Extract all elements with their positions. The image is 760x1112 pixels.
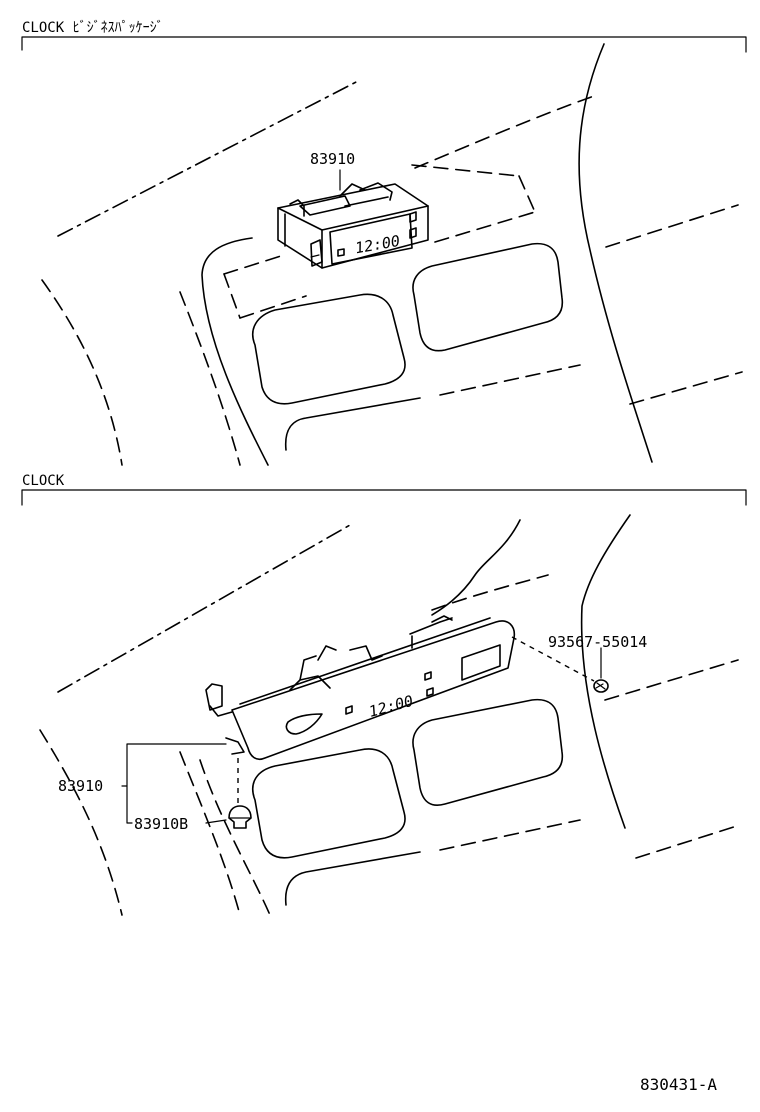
clock-bezel	[231, 620, 516, 761]
console-outline-bottom	[39, 514, 741, 916]
clock-unit-business-package: 12:00	[277, 182, 429, 269]
display-indicator	[337, 248, 345, 257]
clock-button	[426, 687, 434, 697]
bezel-window	[461, 644, 501, 681]
console-recess-left	[251, 293, 406, 405]
console-recess-left	[251, 748, 406, 859]
clock-connector	[310, 239, 323, 267]
section-title-business-package: CLOCK ﾋﾞｼﾞﾈｽﾊﾟｯｹｰｼﾞ	[22, 20, 164, 36]
section-bracket	[21, 489, 747, 506]
diagram-id: 830431-A	[640, 1075, 717, 1094]
console-recess-right	[412, 698, 564, 806]
clock-face	[329, 213, 413, 265]
screw-93567-55014: 93567-55014	[511, 633, 647, 693]
section-header-clock: CLOCK	[21, 473, 747, 506]
part-number-93567-55014: 93567-55014	[548, 633, 647, 651]
section-title-clock: CLOCK	[22, 473, 65, 489]
mounting-tab	[225, 737, 245, 755]
callout-bracket-bottom: 83910 83910B	[58, 743, 227, 833]
clock-display-text: 12:00	[354, 232, 402, 258]
clock-button	[409, 211, 417, 223]
clock-unit: 12:00	[205, 615, 516, 761]
section-header-business-package: CLOCK ﾋﾞｼﾞﾈｽﾊﾟｯｹｰｼﾞ	[21, 20, 747, 53]
console-recess-right	[412, 242, 564, 352]
bezel-vent	[285, 713, 323, 735]
clock-display-text: 12:00	[367, 692, 415, 721]
part-number-83910B: 83910B	[134, 815, 188, 833]
callout-83910-top: 83910	[310, 150, 355, 191]
section-bracket	[21, 36, 747, 53]
display-indicator	[345, 705, 353, 715]
console-outline-top	[41, 43, 743, 466]
clock-button	[409, 227, 417, 239]
clip-83910B	[228, 758, 252, 829]
clock-button	[424, 671, 432, 681]
rear-bracket	[205, 683, 223, 711]
part-number-83910-bottom: 83910	[58, 777, 103, 795]
part-number-83910-top: 83910	[310, 150, 355, 168]
